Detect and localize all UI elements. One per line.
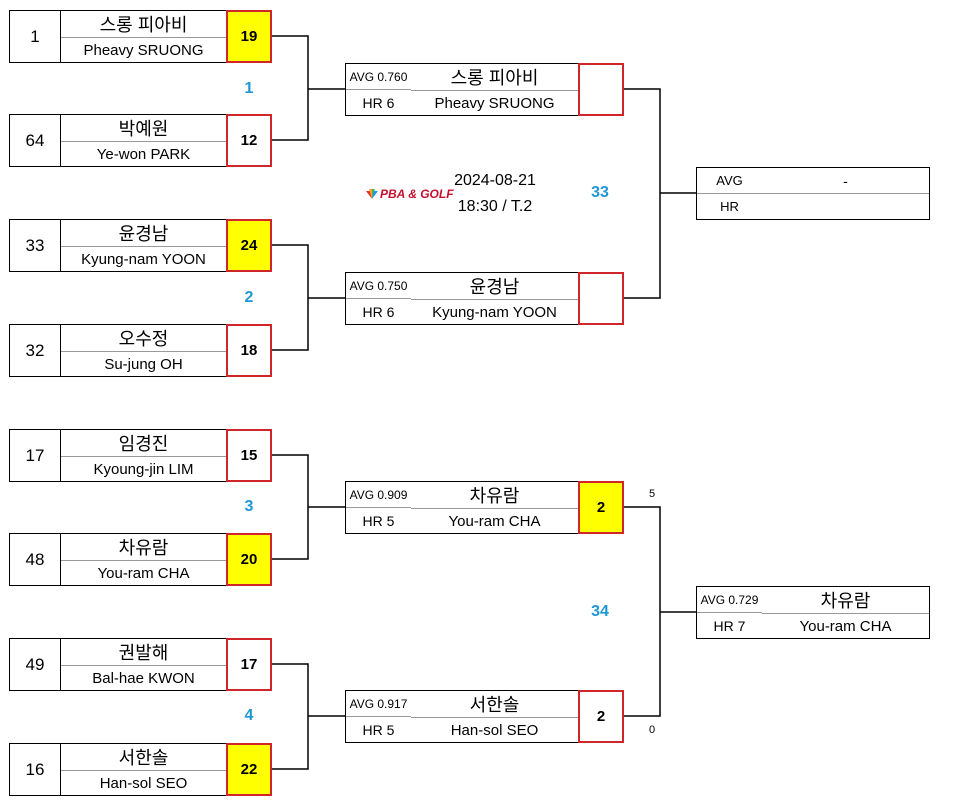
player-name-korean: - — [762, 168, 929, 194]
player-name-english: Kyoung-jin LIM — [93, 460, 194, 478]
player-name-korean: 서한솔 — [411, 691, 578, 718]
avg-value: AVG 0.909 — [346, 482, 411, 508]
player-name-box: - — [762, 167, 930, 220]
seed-number: 48 — [9, 533, 61, 586]
player-name-korean: 스롱 피아비 — [61, 11, 226, 38]
seed-number: 1 — [9, 10, 61, 63]
player-name-korean: 임경진 — [61, 430, 226, 457]
player-name-english: Su-jung OH — [104, 355, 183, 373]
player-name-box: 윤경남 Kyung-nam YOON — [411, 272, 579, 325]
player-stats: AVG 0.729 HR 7 — [696, 586, 763, 639]
match-number: 2 — [244, 289, 254, 306]
score-box: 2 — [578, 481, 624, 534]
player-name-english: Kyung-nam YOON — [81, 250, 206, 268]
player-name-box: 권발해 Bal-hae KWON — [61, 638, 227, 691]
seed-number: 49 — [9, 638, 61, 691]
player-name-box: 윤경남 Kyung-nam YOON — [61, 219, 227, 272]
seed-number: 33 — [9, 219, 61, 272]
player-name-korean: 박예원 — [61, 115, 226, 142]
player-name-korean: 윤경남 — [411, 273, 578, 300]
seed-number: 32 — [9, 324, 61, 377]
score-box — [578, 272, 624, 325]
player-name-english: Pheavy SRUONG — [434, 94, 555, 112]
player-name-box: 차유람 You-ram CHA — [762, 586, 930, 639]
tiebreak-score: 0 — [649, 724, 656, 736]
score-box: 20 — [226, 533, 272, 586]
seed-number: 17 — [9, 429, 61, 482]
player-name-korean: 차유람 — [61, 534, 226, 561]
player-name-korean: 차유람 — [762, 587, 929, 614]
seed-number: 16 — [9, 743, 61, 796]
player-name-english: Bal-hae KWON — [92, 669, 195, 687]
player-name-box: 서한솔 Han-sol SEO — [61, 743, 227, 796]
player-name-box: 서한솔 Han-sol SEO — [411, 690, 579, 743]
score-box: 15 — [226, 429, 272, 482]
player-name-english: Han-sol SEO — [99, 774, 188, 792]
hr-value: HR 5 — [362, 512, 395, 529]
player-name-box: 박예원 Ye-won PARK — [61, 114, 227, 167]
player-stats: AVG 0.750 HR 6 — [345, 272, 412, 325]
player-name-box: 임경진 Kyoung-jin LIM — [61, 429, 227, 482]
player-stats: AVG 0.917 HR 5 — [345, 690, 412, 743]
peacock-icon — [366, 189, 378, 199]
score-box: 18 — [226, 324, 272, 377]
player-name-korean: 오수정 — [61, 325, 226, 352]
score-box: 22 — [226, 743, 272, 796]
player-name-english: Kyung-nam YOON — [432, 303, 557, 321]
hr-value: HR — [720, 199, 739, 214]
event-date: 2024-08-21 — [454, 172, 536, 189]
player-name-english: Pheavy SRUONG — [83, 41, 204, 59]
player-name-english: Han-sol SEO — [450, 721, 539, 739]
player-stats: AVG HR — [696, 167, 763, 220]
match-number: 34 — [591, 603, 609, 620]
avg-value: AVG 0.729 — [697, 587, 762, 613]
seed-number: 64 — [9, 114, 61, 167]
hr-value: HR 5 — [362, 721, 395, 738]
pba-logo: PBA & GOLF — [365, 187, 454, 201]
player-name-english: You-ram CHA — [97, 564, 190, 582]
tiebreak-score: 5 — [649, 488, 656, 500]
match-number: 33 — [591, 184, 609, 201]
player-name-korean: 스롱 피아비 — [411, 64, 578, 91]
avg-value: AVG — [697, 168, 762, 194]
match-number: 3 — [244, 498, 254, 515]
score-box — [578, 63, 624, 116]
player-name-korean: 윤경남 — [61, 220, 226, 247]
player-stats: AVG 0.909 HR 5 — [345, 481, 412, 534]
logo-text: PBA & GOLF — [380, 187, 454, 201]
player-name-korean: 서한솔 — [61, 744, 226, 771]
player-name-korean: 차유람 — [411, 482, 578, 509]
score-box: 2 — [578, 690, 624, 743]
player-name-box: 스롱 피아비 Pheavy SRUONG — [411, 63, 579, 116]
match-number: 1 — [244, 80, 254, 97]
avg-value: AVG 0.760 — [346, 64, 411, 90]
player-stats: AVG 0.760 HR 6 — [345, 63, 412, 116]
avg-value: AVG 0.917 — [346, 691, 411, 717]
player-name-english: You-ram CHA — [799, 617, 892, 635]
score-box: 12 — [226, 114, 272, 167]
player-name-box: 오수정 Su-jung OH — [61, 324, 227, 377]
player-name-box: 차유람 You-ram CHA — [61, 533, 227, 586]
score-box: 17 — [226, 638, 272, 691]
event-info: 2024-08-21 18:30 / T.2 — [440, 168, 550, 220]
player-name-box: 스롱 피아비 Pheavy SRUONG — [61, 10, 227, 63]
score-box: 19 — [226, 10, 272, 63]
hr-value: HR 6 — [362, 94, 395, 111]
hr-value: HR 7 — [713, 617, 746, 634]
match-number: 4 — [244, 707, 254, 724]
avg-value: AVG 0.750 — [346, 273, 411, 299]
player-name-english — [762, 194, 929, 219]
player-name-korean: 권발해 — [61, 639, 226, 666]
score-box: 24 — [226, 219, 272, 272]
event-time-table: 18:30 / T.2 — [457, 198, 533, 215]
player-name-english: You-ram CHA — [448, 512, 541, 530]
player-name-box: 차유람 You-ram CHA — [411, 481, 579, 534]
player-name-english: Ye-won PARK — [96, 145, 191, 163]
hr-value: HR 6 — [362, 303, 395, 320]
